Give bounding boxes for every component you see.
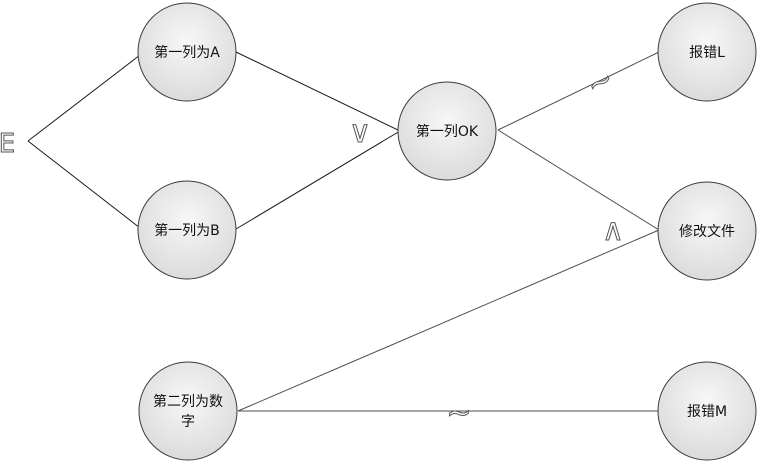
source-label: E <box>0 129 15 159</box>
node-col1-a-circle <box>137 2 237 102</box>
node-col1-ok-label: 第一列OK <box>416 123 479 140</box>
edge-e-to-col1-a <box>27 54 141 142</box>
edge-col1-ok-to-error-l <box>497 51 660 131</box>
node-col2-number: 第二列为数 字 <box>138 361 238 461</box>
node-col2-number-circle <box>138 361 238 461</box>
node-error-m-label: 报错M <box>687 404 727 420</box>
edge-col1-b-to-col1-ok <box>235 130 401 230</box>
node-error-m: 报错M <box>657 361 757 461</box>
not-operator-symbol-lower: ~ <box>446 396 471 431</box>
edge-e-to-col1-b <box>27 140 141 229</box>
node-col1-b-circle <box>137 180 237 280</box>
node-modify-file-label: 修改文件 <box>679 224 735 240</box>
edge-col2-number-to-modify-file <box>237 229 660 412</box>
node-col1-ok-circle <box>397 81 497 181</box>
node-error-m-circle <box>657 361 757 461</box>
and-operator-symbol: ∧ <box>602 213 624 248</box>
node-error-l: 报错L <box>657 2 757 102</box>
not-operator-symbol-upper: ~ <box>581 61 619 103</box>
node-col1-b-label: 第一列为B <box>154 222 220 239</box>
or-operator-symbol: ∨ <box>349 115 371 150</box>
node-col1-b: 第一列为B <box>137 180 237 280</box>
node-col2-number-label-line2: 字 <box>181 414 195 430</box>
node-col1-a-label: 第一列为A <box>154 44 220 61</box>
edges <box>27 51 660 412</box>
node-error-l-circle <box>657 2 757 102</box>
node-error-l-label: 报错L <box>689 45 725 61</box>
node-col1-a: 第一列为A <box>137 2 237 102</box>
node-col2-number-label-line1: 第二列为数 <box>153 393 223 410</box>
edge-col1-a-to-col1-ok <box>235 51 401 132</box>
edge-col1-ok-to-modify-file <box>497 129 660 231</box>
node-modify-file: 修改文件 <box>657 181 757 281</box>
node-col1-ok: 第一列OK <box>397 81 497 181</box>
node-modify-file-circle <box>657 181 757 281</box>
